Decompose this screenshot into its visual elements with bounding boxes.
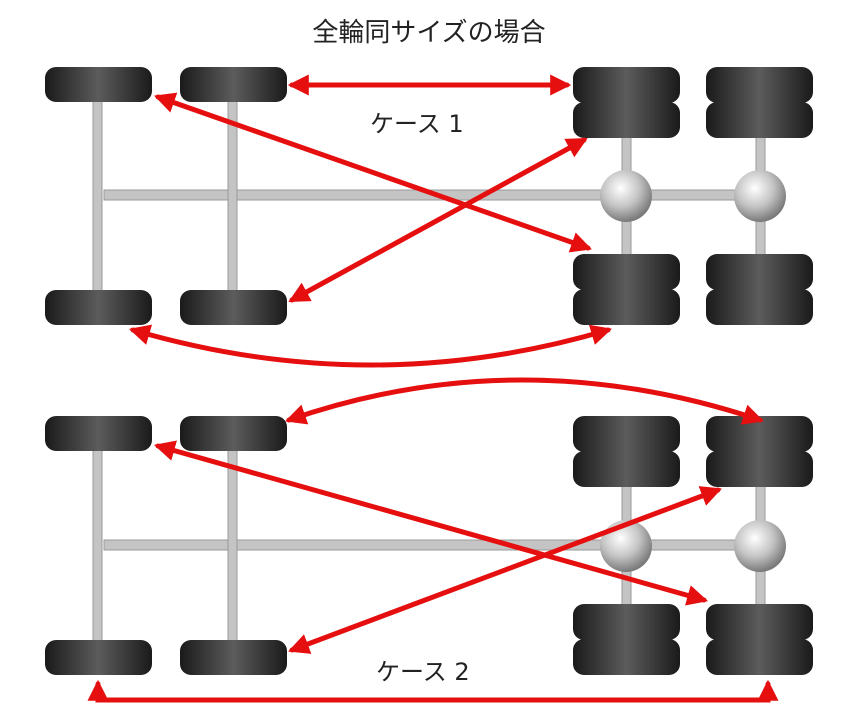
- case-1-tire-front-right-2: [180, 290, 287, 325]
- case-2-arrow-bracket-bottom: [87, 679, 779, 703]
- case-2-front-axle-2: [227, 447, 238, 647]
- case-1-front-axle-1: [92, 97, 103, 297]
- case-2-tire-front-right-2: [180, 640, 287, 675]
- case-1-arrow-curve-bottom: [128, 324, 613, 368]
- case-1-tire-front-left-2: [180, 67, 287, 102]
- case-2-hub-2: [734, 520, 786, 572]
- case-1-tire-rear-right-2: [706, 254, 813, 325]
- case-2-label: ケース 2: [376, 658, 470, 686]
- case-2-hub-1: [600, 520, 652, 572]
- case-2-tire-rear-right-1: [573, 604, 680, 675]
- case-2-arrow-curve-top: [285, 377, 764, 425]
- case-2-tire-front-left-2: [180, 416, 287, 451]
- diagram-title: 全輪同サイズの場合: [312, 18, 546, 48]
- case-1-arrow-cross-up: [288, 137, 588, 303]
- case-1-hub-2: [734, 170, 786, 222]
- case-2-frame: [103, 539, 785, 551]
- case-2-tire-rear-left-1: [573, 416, 680, 487]
- case-1-front-axle-2: [227, 97, 238, 297]
- case-2-tire-rear-left-2: [706, 416, 813, 487]
- case-2-arrow-cross-up: [288, 486, 722, 654]
- case-1-arrows: [128, 74, 613, 368]
- case-2-tire-rear-right-2: [706, 604, 813, 675]
- case-2-tire-front-left-1: [45, 416, 152, 451]
- case-1-tire-front-left-1: [45, 67, 152, 102]
- case-1-hub-1: [600, 170, 652, 222]
- case-2-front-axle-1: [92, 447, 103, 647]
- case-2-tire-front-right-1: [45, 640, 152, 675]
- case-1-tire-rear-left-2: [706, 67, 813, 138]
- case-1-tire-rear-right-1: [573, 254, 680, 325]
- case-1-tire-rear-left-1: [573, 67, 680, 138]
- case-1-tire-front-right-1: [45, 290, 152, 325]
- case-2-arrows: [87, 377, 779, 703]
- case-2-chassis: [92, 447, 786, 647]
- case-1-label: ケース 1: [370, 110, 464, 138]
